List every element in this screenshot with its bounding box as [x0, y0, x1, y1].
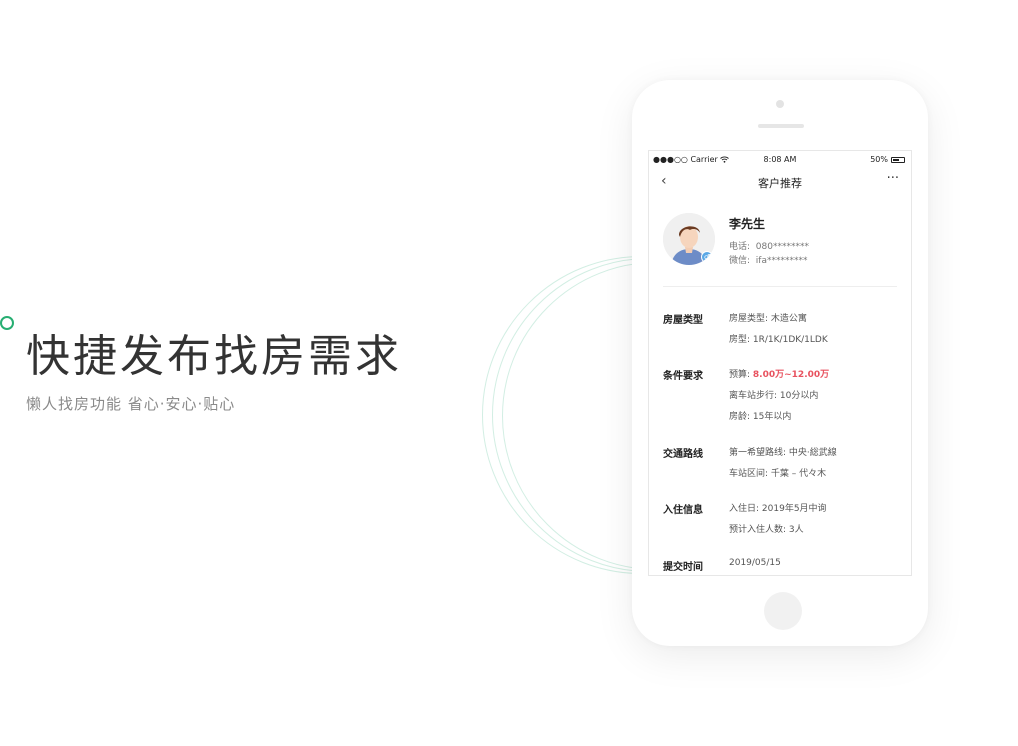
condition-budget: 预算: 8.00万~12.00万 — [729, 370, 830, 380]
divider — [663, 286, 897, 287]
move-in-people: 预计入住人数: 3人 — [729, 525, 804, 535]
phone-screen: ●●●○○ Carrier 8:08 AM 50% ‹ 客户推荐 ··· ♂ 李… — [648, 150, 912, 576]
section-label-route: 交通路线 — [663, 449, 703, 460]
section-label-house-type: 房屋类型 — [663, 315, 703, 326]
promo-subline: 懒人找房功能 省心·安心·贴心 — [26, 395, 236, 413]
gender-badge-icon: ♂ — [701, 251, 713, 263]
condition-building-age: 房龄: 15年以内 — [729, 412, 792, 422]
battery-icon — [891, 156, 905, 163]
bullet-ring-icon — [0, 316, 14, 330]
move-in-date: 入住日: 2019年5月中询 — [729, 504, 827, 514]
route-stations: 车站区间: 千葉 – 代々木 — [729, 469, 827, 479]
section-label-conditions: 条件要求 — [663, 371, 703, 382]
phone-camera — [776, 100, 784, 108]
customer-phone: 电话: 080******** — [729, 242, 809, 252]
status-bar: ●●●○○ Carrier 8:08 AM 50% — [649, 151, 911, 167]
more-options-icon[interactable]: ··· — [886, 171, 899, 186]
condition-walk-time: 离车站步行: 10分以内 — [729, 391, 819, 401]
back-chevron-icon[interactable]: ‹ — [661, 173, 667, 189]
route-line: 第一希望路线: 中央·総武線 — [729, 448, 837, 458]
carrier-label: ●●●○○ Carrier — [653, 155, 730, 164]
page-title: 客户推荐 — [758, 177, 802, 190]
section-label-submitted: 提交时间 — [663, 562, 703, 573]
status-time: 8:08 AM — [763, 155, 797, 164]
submitted-date: 2019/05/15 — [729, 558, 781, 568]
promo-headline: 快捷发布找房需求 — [26, 331, 402, 382]
wifi-icon — [720, 155, 730, 164]
nav-bar: ‹ 客户推荐 ··· — [649, 169, 911, 195]
section-label-move-in: 入住信息 — [663, 505, 703, 516]
battery-indicator: 50% — [870, 155, 905, 164]
house-layout: 房型: 1R/1K/1DK/1LDK — [729, 335, 828, 345]
customer-wechat: 微信: ifa********* — [729, 256, 808, 266]
house-building-type: 房屋类型: 木造公寓 — [729, 314, 807, 324]
avatar: ♂ — [663, 213, 715, 265]
phone-speaker — [758, 124, 804, 128]
customer-name: 李先生 — [729, 217, 766, 231]
home-button — [764, 592, 802, 630]
